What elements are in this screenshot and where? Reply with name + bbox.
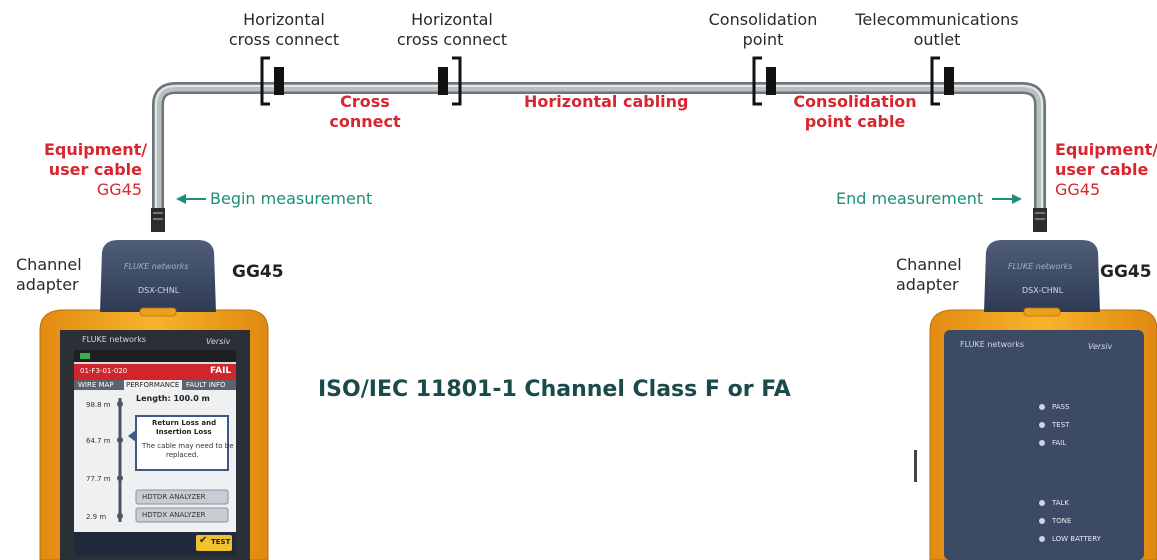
- connector-cp: [752, 56, 776, 106]
- left-adapter-brand: FLUKE networks: [124, 262, 189, 271]
- led-lowbattery-label: LOW BATTERY: [1052, 535, 1101, 543]
- label-cross-connect: Cross connect: [325, 92, 405, 132]
- screen-tab-faultinfo[interactable]: FAULT INFO: [186, 381, 226, 389]
- led-pass-label: PASS: [1052, 403, 1070, 411]
- left-device-brand: FLUKE networks: [82, 335, 147, 344]
- begin-arrow: [176, 194, 206, 204]
- popup-body-2: replaced.: [166, 451, 199, 459]
- diagram-title: ISO/IEC 11801-1 Channel Class F or FA: [318, 377, 791, 402]
- right-tester: [914, 240, 1157, 560]
- left-channel-adapter: [100, 240, 216, 312]
- label-cp-line1: Consolidation: [708, 10, 818, 29]
- label-begin-measurement: Begin measurement: [210, 189, 373, 208]
- label-hcc1-line1: Horizontal: [243, 10, 325, 29]
- label-gg45-left: GG45: [232, 262, 284, 282]
- screen-tick-1: 98.8 m: [86, 401, 111, 409]
- label-cp-cable-line1: Consolidation: [793, 92, 917, 111]
- label-equip-right: Equipment/ user cable GG45: [1055, 140, 1157, 200]
- screen-analyzer-2[interactable]: HDTDX ANALYZER: [142, 511, 206, 519]
- label-channel-left-line2: adapter: [16, 275, 79, 294]
- label-cp-cable-line2: point cable: [804, 112, 906, 131]
- right-adapter-text: DSX-CHNL: [1022, 286, 1064, 295]
- connector-to: [930, 56, 954, 106]
- label-gg45-red-left: GG45: [96, 180, 142, 199]
- led-tone-label: TONE: [1052, 517, 1072, 525]
- label-end-measurement: End measurement: [836, 189, 984, 208]
- label-channel-right-line1: Channel: [896, 255, 962, 274]
- label-hcc1: Horizontal cross connect: [224, 10, 344, 50]
- label-cp-cable: Consolidation point cable: [790, 92, 920, 132]
- label-hcc1-line2: cross connect: [228, 30, 340, 49]
- right-device-model: Versiv: [1088, 342, 1113, 351]
- right-device-brand: FLUKE networks: [960, 340, 1025, 349]
- label-hcc2: Horizontal cross connect: [392, 10, 512, 50]
- screen-id: 01-F3-01-020: [80, 367, 128, 375]
- label-hcc2-line2: cross connect: [396, 30, 508, 49]
- label-channel-left-line1: Channel: [16, 255, 82, 274]
- label-cp: Consolidation point: [698, 10, 828, 50]
- screen-status: FAIL: [210, 366, 232, 376]
- label-channel-right-line2: adapter: [896, 275, 959, 294]
- label-cp-line2: point: [742, 30, 784, 49]
- right-channel-adapter: [984, 240, 1100, 312]
- screen-analyzer-1[interactable]: HDTDR ANALYZER: [142, 493, 206, 501]
- screen-tab-performance[interactable]: PERFORMANCE: [126, 381, 180, 389]
- screen-tick-2: 64.7 m: [86, 437, 111, 445]
- screen-test-button[interactable]: TEST: [211, 538, 231, 546]
- label-equip-left: Equipment/ user cable GG45: [44, 140, 148, 200]
- label-gg45-right: GG45: [1100, 262, 1152, 282]
- screen-tab-wiremap[interactable]: WIRE MAP: [78, 381, 114, 389]
- label-equip-left-line2: user cable: [48, 160, 142, 179]
- right-adapter-brand: FLUKE networks: [1008, 262, 1073, 271]
- left-adapter-text: DSX-CHNL: [138, 286, 180, 295]
- connector-hcc2: [438, 56, 462, 106]
- led-fail-label: FAIL: [1052, 439, 1067, 447]
- end-arrow: [992, 194, 1022, 204]
- screen-tick-4: 2.9 m: [86, 513, 107, 521]
- connector-hcc1: [260, 56, 284, 106]
- popup-body-1: The cable may need to be: [142, 442, 234, 450]
- label-channel-left: Channel adapter: [16, 255, 96, 295]
- left-device-model: Versiv: [206, 337, 231, 346]
- checkmark-icon: ✔: [199, 535, 208, 546]
- popup-title-2: Insertion Loss: [156, 428, 212, 436]
- label-cross-connect-line1: Cross: [340, 92, 390, 111]
- label-to-line1: Telecommunications: [855, 10, 1019, 29]
- label-equip-left-line1: Equipment/: [44, 140, 148, 159]
- left-tester: [39, 240, 269, 560]
- label-to-line2: outlet: [913, 30, 961, 49]
- led-test-label: TEST: [1052, 421, 1070, 429]
- led-talk-label: TALK: [1052, 499, 1070, 507]
- screen-length: Length: 100.0 m: [136, 394, 210, 403]
- label-channel-right: Channel adapter: [896, 255, 976, 295]
- label-hcc2-line1: Horizontal: [411, 10, 493, 29]
- label-horizontal-cabling: Horizontal cabling: [524, 92, 689, 111]
- screen-tick-3: 77.7 m: [86, 475, 111, 483]
- popup-title-1: Return Loss and: [152, 419, 217, 427]
- label-gg45-red-right: GG45: [1055, 180, 1101, 199]
- label-to: Telecommunications outlet: [852, 10, 1022, 50]
- label-cross-connect-line2: connect: [329, 112, 401, 131]
- label-equip-right-line1: Equipment/: [1055, 140, 1157, 159]
- label-equip-right-line2: user cable: [1055, 160, 1149, 179]
- cable: [151, 82, 1047, 232]
